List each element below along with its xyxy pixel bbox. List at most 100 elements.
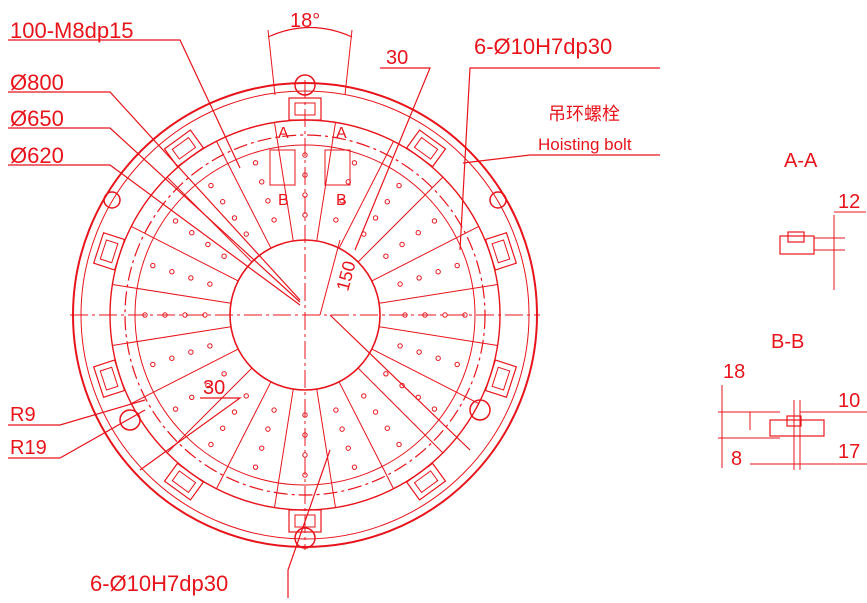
tapped-hole xyxy=(302,432,308,438)
radius-19-label: R19 xyxy=(10,437,47,459)
mounting-block xyxy=(484,359,518,399)
tapped-hole xyxy=(396,182,402,189)
section-mark-b-right: B xyxy=(336,192,347,209)
spoke-line xyxy=(166,367,253,454)
spoke-line xyxy=(338,381,394,489)
spoke-line xyxy=(131,348,239,404)
mounting-block xyxy=(92,231,126,271)
hoisting-boss-left xyxy=(103,191,121,209)
section-window-left xyxy=(269,149,296,186)
mounting-block xyxy=(405,462,447,501)
mounting-block xyxy=(92,359,126,399)
tapped-hole xyxy=(172,218,179,224)
tapped-hole xyxy=(205,382,211,389)
tapped-hole xyxy=(454,361,460,368)
tapped-hole xyxy=(243,393,249,399)
tapped-hole xyxy=(188,349,194,355)
tapped-hole xyxy=(265,198,271,204)
section-a-dim-12: 12 xyxy=(838,191,860,213)
hoisting-boss-lower-left xyxy=(119,409,141,431)
tapped-hole xyxy=(333,407,339,413)
section-mark-a-left: A xyxy=(278,125,289,142)
spoke-line xyxy=(378,284,498,304)
tapped-hole xyxy=(252,160,259,166)
section-a-title: A-A xyxy=(784,150,818,172)
leader-lines xyxy=(8,26,660,598)
spoke-line xyxy=(112,284,232,304)
mounting-block xyxy=(288,509,322,533)
tapped-hole xyxy=(265,426,271,432)
dim-150-label: 150 xyxy=(333,259,360,293)
hoisting-boss-right xyxy=(489,191,507,209)
hoisting-bolt-en-label: Hoisting bolt xyxy=(538,135,632,154)
dia-650-label: Ø650 xyxy=(10,106,64,131)
tapped-hole xyxy=(208,441,214,448)
spoke-line xyxy=(274,388,294,508)
tapped-hole xyxy=(302,472,308,478)
tapped-hole xyxy=(454,262,460,269)
section-a-pocket xyxy=(787,231,805,243)
hoisting-boss-bottom xyxy=(294,527,316,549)
holes-m8-label: 100-M8dp15 xyxy=(10,18,134,43)
dim-30-left-label: 30 xyxy=(203,377,225,399)
spoke-line xyxy=(357,367,444,454)
tapped-hole xyxy=(208,182,214,189)
spoke-line xyxy=(357,176,444,263)
section-b-dim-17: 17 xyxy=(838,441,860,463)
tapped-hole xyxy=(422,312,428,318)
tapped-hole xyxy=(442,312,448,318)
tapped-hole xyxy=(339,426,345,432)
section-mark-a-right: A xyxy=(336,125,347,142)
section-b-title: B-B xyxy=(771,331,804,353)
tapped-hole xyxy=(383,253,389,259)
tapped-hole xyxy=(431,218,438,224)
dia-800-label: Ø800 xyxy=(10,70,64,95)
tapped-hole xyxy=(189,230,195,236)
spoke-line xyxy=(216,141,272,249)
hoisting-boss-top xyxy=(294,74,316,96)
tapped-hole xyxy=(416,349,422,355)
tapped-hole xyxy=(399,382,405,389)
tapped-hole xyxy=(302,212,308,218)
spoke-line xyxy=(316,122,336,242)
tapped-hole xyxy=(339,198,345,204)
tapped-hole xyxy=(221,371,227,377)
tapped-hole xyxy=(399,241,405,248)
tapped-hole xyxy=(231,215,238,221)
tapped-hole xyxy=(372,409,379,415)
spoke-line xyxy=(216,381,272,489)
tapped-hole xyxy=(435,269,441,275)
hoisting-bolt-cn-label: 吊环螺栓 xyxy=(548,104,620,124)
mounting-block xyxy=(163,462,205,501)
tapped-hole xyxy=(431,406,438,412)
tapped-hole xyxy=(415,230,421,236)
tapped-hole xyxy=(302,192,308,198)
tapped-hole xyxy=(243,231,249,237)
mounting-blocks xyxy=(92,97,518,533)
tapped-hole xyxy=(416,275,422,281)
spoke-line xyxy=(338,141,394,249)
tapped-hole xyxy=(396,441,402,448)
tapped-hole xyxy=(205,241,211,248)
tapped-hole xyxy=(402,312,408,318)
tapped-hole xyxy=(384,199,390,205)
tapped-hole xyxy=(220,199,226,205)
tapped-hole xyxy=(259,179,265,185)
tapped-hole xyxy=(302,172,308,178)
pin-holes-bottom-label: 6-Ø10H7dp30 xyxy=(90,571,228,596)
mounting-block xyxy=(405,129,447,168)
spoke-line xyxy=(274,122,294,242)
mounting-block xyxy=(163,129,205,168)
tapped-hole xyxy=(397,343,403,349)
tapped-hole xyxy=(271,407,277,413)
section-a-body xyxy=(779,235,815,255)
section-mark-b-left: B xyxy=(278,192,289,209)
tapped-hole xyxy=(361,393,367,399)
dimension-labels: 18° 100-M8dp15 Ø800 Ø650 Ø620 30 6-Ø10H7… xyxy=(10,10,632,596)
section-b-b: B-B 18 10 8 17 xyxy=(718,331,867,470)
tapped-hole xyxy=(221,253,227,259)
tapped-hole xyxy=(169,269,175,275)
dia-620-label: Ø620 xyxy=(10,143,64,168)
tapped-hole xyxy=(302,452,308,458)
tapped-hole xyxy=(150,262,156,269)
